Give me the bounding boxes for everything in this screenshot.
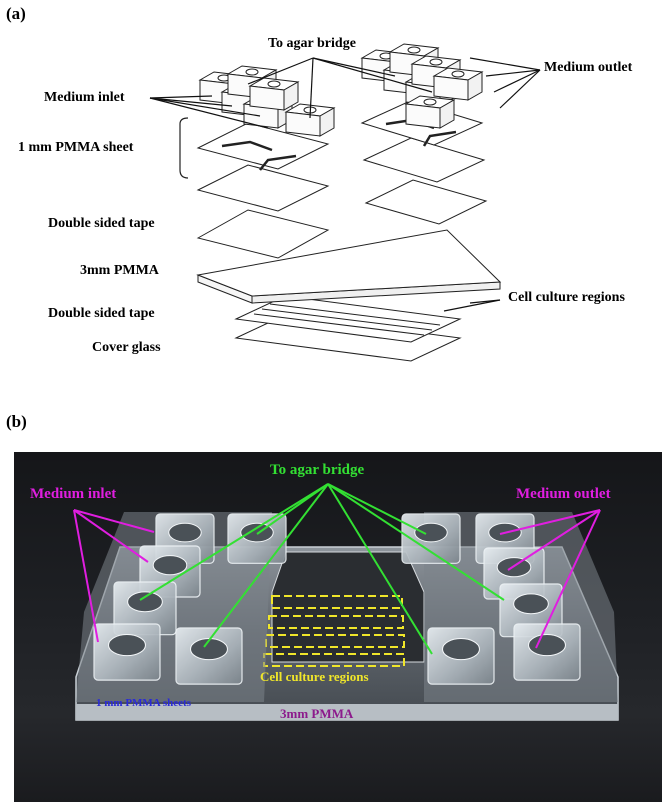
reservoir-cube-face: [319, 107, 335, 137]
layer-pmma-left-lower: [196, 164, 330, 212]
photo-label-medium-inlet: Medium inlet: [30, 486, 117, 502]
photo-label-pmma-3mm: 3mm PMMA: [280, 706, 354, 721]
exploded-diagram: [0, 0, 665, 370]
reservoir-cube-face: [467, 71, 483, 101]
reservoir-cube-face: [285, 111, 321, 137]
photo-base-edge: [76, 704, 618, 720]
reservoir-cube-face: [433, 75, 469, 101]
photo-label-cell-culture: Cell culture regions: [260, 669, 369, 684]
exploded-layers-svg: [149, 43, 541, 362]
photo-label-to-agar-bridge: To agar bridge: [270, 462, 365, 478]
label-medium-outlet: Medium outlet: [544, 60, 633, 75]
layer-tape-bottom: [234, 295, 462, 343]
photo-reservoir-port: [127, 591, 163, 613]
photo-reservoir-port: [168, 522, 202, 543]
photo-reservoir-port: [108, 634, 146, 657]
photo-reservoirs: [93, 513, 581, 685]
reservoir-port: [407, 46, 421, 54]
label-cover-glass: Cover glass: [92, 340, 161, 355]
layer-pmma-right-lower: [362, 137, 486, 183]
label-medium-inlet: Medium inlet: [44, 90, 125, 105]
panel-b-tag: (b): [6, 412, 27, 431]
label-cell-culture-regions: Cell culture regions: [508, 290, 625, 305]
label-to-agar-bridge: To agar bridge: [268, 36, 356, 51]
layer-tape-right: [364, 179, 488, 225]
reservoir-port: [429, 58, 443, 66]
photo-inlet-outlet-leaders: [73, 509, 601, 649]
panel-a-tag: (a): [6, 4, 26, 23]
photo-reservoir-port: [513, 593, 549, 615]
photo-reservoir-port: [414, 522, 448, 543]
layer-tape-left: [196, 209, 330, 259]
device-photo-svg: [73, 483, 619, 721]
label-pmma-sheet: 1 mm PMMA sheet: [18, 140, 134, 155]
reservoir-cube-face: [439, 99, 455, 129]
reservoir-port: [267, 80, 281, 88]
layer-pmma-3mm-top: [196, 229, 502, 297]
photo-reservoir-port: [190, 638, 228, 661]
photo-reservoir-port: [442, 638, 480, 661]
label-double-tape-bottom: Double sided tape: [48, 306, 155, 321]
reservoir-port: [245, 68, 259, 76]
label-pmma-3mm: 3mm PMMA: [80, 263, 159, 278]
label-double-tape-top: Double sided tape: [48, 216, 155, 231]
photo-label-pmma-sheets: 1 mm PMMA sheets: [96, 697, 192, 709]
reservoir-cube-face: [405, 103, 441, 129]
reservoir-cube-face: [249, 85, 285, 111]
photo-reservoir-port: [152, 555, 188, 576]
photo-reservoir-port: [528, 634, 566, 657]
reservoir-port: [451, 70, 465, 78]
photo-agar-leaders: [139, 483, 505, 655]
reservoir-port: [423, 98, 437, 106]
device-photo: To agar bridge Medium inlet Medium outle…: [14, 452, 662, 802]
reservoir-cube-face: [283, 81, 299, 111]
photo-label-medium-outlet: Medium outlet: [516, 486, 611, 502]
